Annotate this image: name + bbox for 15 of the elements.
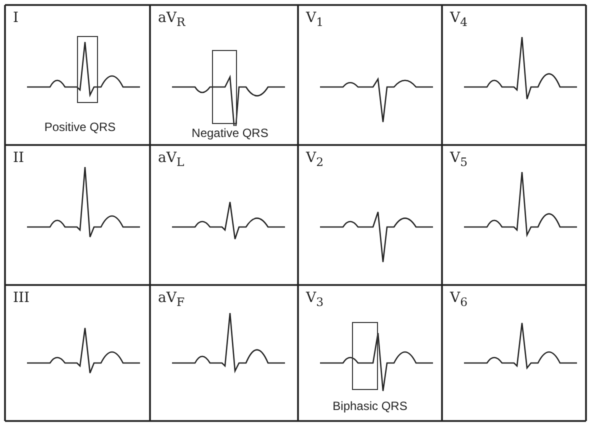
node-label: Positive QRS (44, 120, 116, 134)
lead-label: V$_{2}$ (306, 150, 324, 170)
lead-label: I (13, 10, 19, 26)
lead-label: V$_{5}$ (450, 150, 468, 170)
lead-label: aV$_{R}$ (158, 10, 186, 30)
lead-label: aV$_{F}$ (158, 290, 185, 310)
lead-label: V$_{1}$ (306, 10, 324, 30)
lead-label: V$_{4}$ (450, 10, 468, 30)
lead-label: II (13, 150, 24, 166)
node-label: Negative QRS (192, 126, 268, 140)
lead-label: aV$_{L}$ (158, 150, 184, 170)
node-label: Biphasic QRS (332, 399, 408, 413)
lead-label: V$_{6}$ (450, 290, 468, 310)
lead-label: III (13, 290, 30, 306)
lead-label: V$_{3}$ (306, 290, 324, 310)
